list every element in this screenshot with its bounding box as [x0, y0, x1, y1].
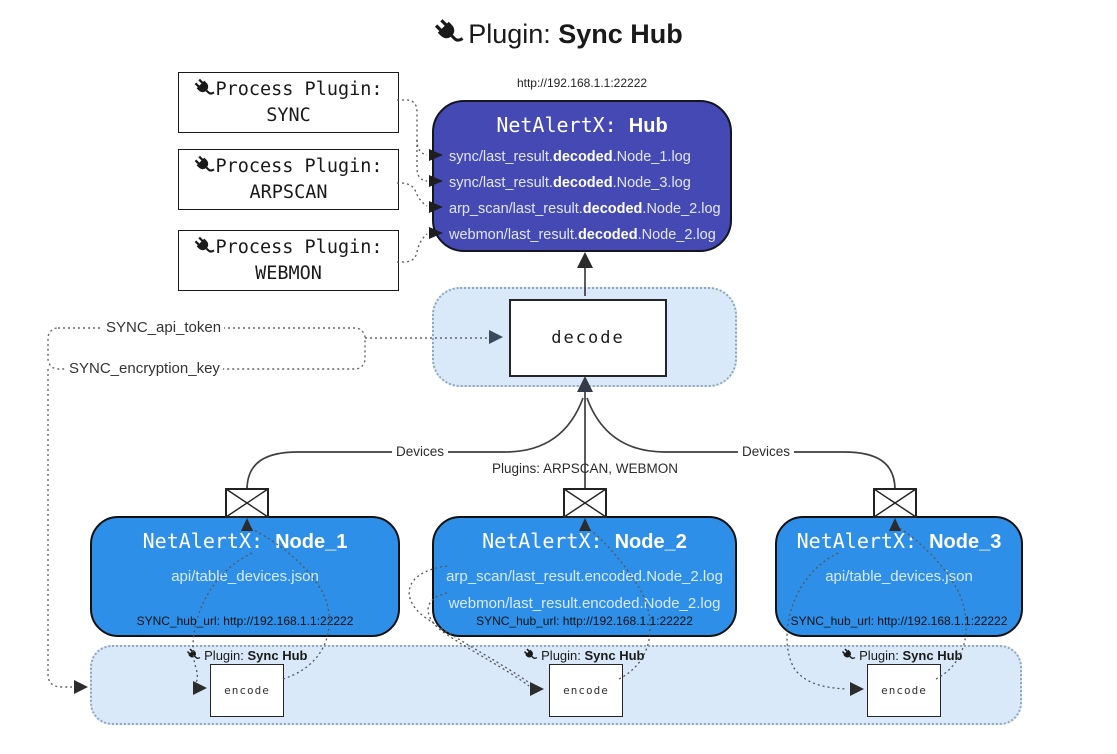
process-plugin-label: Process Plugin: [194, 154, 383, 180]
node-title: NetAlertX: Node_3 [796, 529, 1002, 553]
hub-title: NetAlertX: Hub [496, 113, 668, 137]
envelope-icon [225, 488, 269, 518]
arrowhead-into-band [74, 680, 88, 694]
sync-to-hub-line2 [416, 140, 428, 182]
plug-icon [194, 78, 215, 99]
node-box-node1: NetAlertX: Node_1 api/table_devices.json… [90, 516, 400, 637]
process-plugin-name: SYNC [266, 104, 311, 126]
label-sync-encryption-key: SYNC_encryption_key [66, 360, 223, 377]
node-file: api/table_devices.json [171, 568, 319, 585]
plug-icon [194, 236, 215, 257]
plug-icon [194, 155, 215, 176]
encode-plugin-label: Plugin: Sync Hub [187, 648, 307, 663]
encode-box: encode [210, 664, 284, 717]
hub-box: NetAlertX: Hub sync/last_result.decoded.… [432, 100, 732, 252]
page-title: Plugin: Sync Hub [0, 18, 1117, 50]
config-to-band-line [47, 369, 72, 688]
encode-band: Plugin: Sync Hub Plugin: Sync Hub Plugin… [90, 645, 1022, 725]
plug-icon [434, 18, 464, 48]
envelope-icon [563, 488, 607, 518]
plug-icon [842, 648, 856, 662]
node-title: NetAlertX: Node_2 [482, 529, 687, 553]
sync-to-hub-line1 [397, 99, 428, 156]
webmon-to-hub-line [397, 233, 428, 263]
process-plugin-box-webmon: Process Plugin: WEBMON [178, 230, 399, 291]
node-box-node2: NetAlertX: Node_2 arp_scan/last_result.e… [432, 516, 737, 637]
page-title-name: Sync Hub [558, 19, 683, 49]
process-plugin-name: WEBMON [255, 262, 322, 284]
hub-log-list: sync/last_result.decoded.Node_1.log sync… [434, 144, 730, 248]
envelope-icon [873, 488, 917, 518]
edge-label-devices-right: Devices [737, 444, 795, 459]
node-file: arp_scan/last_result.encoded.Node_2.log [446, 568, 723, 585]
node-title: NetAlertX: Node_1 [142, 529, 348, 553]
edge-label-plugins-center: Plugins: ARPSCAN, WEBMON [491, 461, 679, 476]
plug-icon [187, 648, 201, 662]
process-plugin-box-arpscan: Process Plugin: ARPSCAN [178, 149, 399, 210]
hub-log-line: sync/last_result.decoded.Node_1.log [449, 149, 691, 165]
node-file: webmon/last_result.encoded.Node_2.log [448, 595, 721, 612]
page-title-prefix: Plugin: [468, 19, 551, 49]
label-sync-api-token: SYNC_api_token [103, 319, 225, 336]
node-hub-url: SYNC_hub_url: http://192.168.1.1:22222 [476, 614, 693, 628]
node-box-node3: NetAlertX: Node_3 api/table_devices.json… [775, 516, 1023, 637]
decode-box: decode [509, 299, 667, 377]
edge-label-devices-left: Devices [391, 444, 449, 459]
encode-plugin-label: Plugin: Sync Hub [842, 648, 962, 663]
encode-plugin-label: Plugin: Sync Hub [524, 648, 644, 663]
arrowhead-into-hub [577, 252, 593, 268]
process-plugin-box-sync: Process Plugin: SYNC [178, 72, 399, 133]
encode-box: encode [549, 664, 623, 717]
node-hub-url: SYNC_hub_url: http://192.168.1.1:22222 [136, 614, 354, 628]
process-plugin-label: Process Plugin: [194, 77, 383, 103]
node-hub-url: SYNC_hub_url: http://192.168.1.1:22222 [790, 614, 1008, 628]
plug-icon [524, 648, 538, 662]
hub-log-line: webmon/last_result.decoded.Node_2.log [449, 227, 716, 243]
hub-url: http://192.168.1.1:22222 [516, 76, 648, 90]
hub-log-line: arp_scan/last_result.decoded.Node_2.log [449, 201, 721, 217]
decode-panel: decode [432, 287, 737, 387]
arpscan-to-hub-line [397, 182, 428, 207]
process-plugin-name: ARPSCAN [249, 181, 328, 203]
encode-box: encode [867, 664, 941, 717]
node-file: api/table_devices.json [825, 568, 973, 585]
process-plugin-label: Process Plugin: [194, 235, 383, 261]
hub-log-line: sync/last_result.decoded.Node_3.log [449, 175, 691, 191]
